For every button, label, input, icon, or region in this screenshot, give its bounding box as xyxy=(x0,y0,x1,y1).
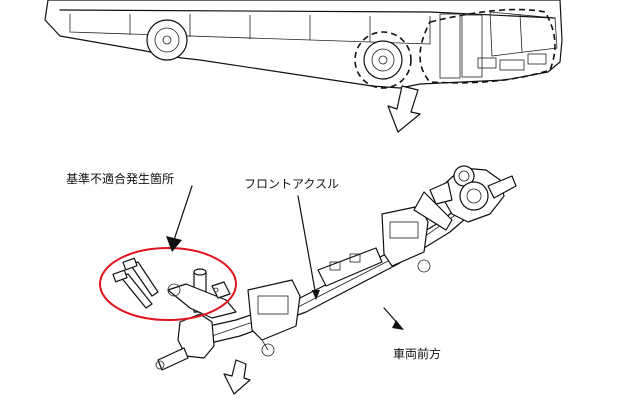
front-axle-leader xyxy=(297,195,320,300)
bottom-arrow-icon xyxy=(223,359,251,395)
front-wheel xyxy=(363,40,403,80)
defect-location-label: 基準不適合発生箇所 xyxy=(66,171,174,186)
vehicle-front-label: 車両前方 xyxy=(393,346,441,361)
rear-wheel xyxy=(146,19,188,61)
front-axle-illustration xyxy=(112,165,517,371)
defect-pointer-arrow xyxy=(166,185,193,252)
bus-illustration xyxy=(44,0,563,89)
front-axle-label: フロントアクスル xyxy=(244,177,339,191)
bolt-upper xyxy=(122,257,159,297)
defect-highlight-circle xyxy=(99,247,237,321)
bolt-lower xyxy=(112,269,153,309)
direction-arrow-icon xyxy=(383,307,404,330)
down-arrow-icon xyxy=(387,85,421,133)
